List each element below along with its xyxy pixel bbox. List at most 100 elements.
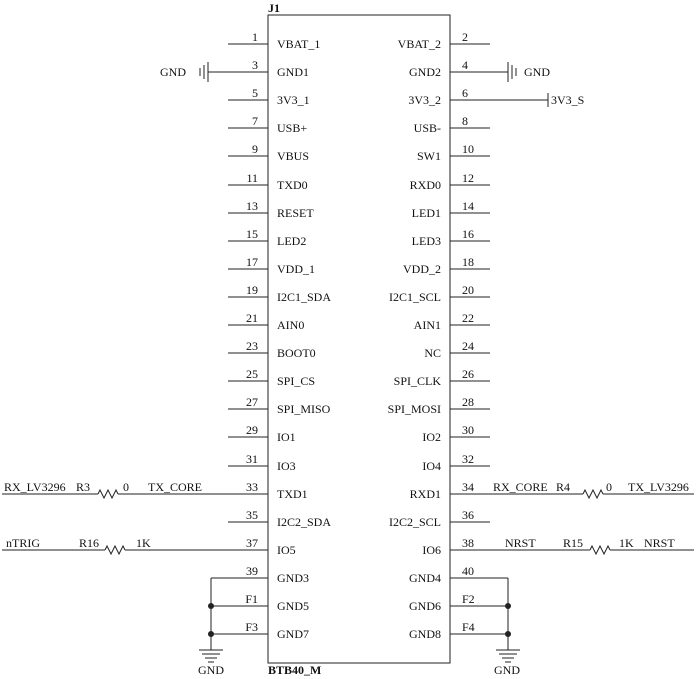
right-pins: 2VBAT_24GND263V3_28USB-10SW112RXD014LED1… <box>388 30 508 641</box>
pin-name: RXD0 <box>410 178 441 192</box>
pin-number: 11 <box>246 171 258 185</box>
pin-number: F3 <box>245 620 258 634</box>
pin-name: I2C2_SCL <box>389 515 441 529</box>
pin-name: SPI_CS <box>277 374 315 388</box>
pin-number: 23 <box>246 339 258 353</box>
net-txd1: RX_LV3296 R3 0 TX_CORE <box>2 480 228 500</box>
pin-number: 32 <box>462 452 474 466</box>
pin-name: IO3 <box>277 459 296 473</box>
pin-number: 15 <box>246 227 258 241</box>
pin-number: 4 <box>462 58 468 72</box>
pin-name: 3V3_2 <box>408 93 441 107</box>
pin-name: GND8 <box>409 627 441 641</box>
connector-body <box>267 14 451 664</box>
pin-name: VBAT_1 <box>277 37 320 51</box>
pin-name: AIN0 <box>277 318 304 332</box>
pin-number: 9 <box>252 142 258 156</box>
pin-number: 35 <box>246 508 258 522</box>
pin-name: I2C2_SDA <box>277 515 331 529</box>
pin-name: IO5 <box>277 543 296 557</box>
pin-number: F2 <box>462 592 475 606</box>
pin-name: GND2 <box>409 65 441 79</box>
pin-right-6: 6 3V3_2 <box>408 86 490 107</box>
net-rx-lv3296-label: RX_LV3296 <box>4 480 66 494</box>
pin-name: RXD1 <box>410 487 441 501</box>
net-io6: NRST R15 1K NRST <box>490 536 694 556</box>
pin-name: NC <box>424 346 441 360</box>
pin-name: AIN1 <box>414 318 441 332</box>
pin-number: 21 <box>246 311 258 325</box>
pin-number: 14 <box>462 199 474 213</box>
resistor-r16-ref: R16 <box>79 536 99 550</box>
pin-number: 24 <box>462 339 474 353</box>
pin-number: 39 <box>246 564 258 578</box>
pin-number: F4 <box>462 620 475 634</box>
net-tx-lv3296-label: TX_LV3296 <box>628 480 689 494</box>
gnd-label-bottom-right: GND <box>494 663 520 677</box>
pin-number: 27 <box>246 395 258 409</box>
pin-name: SPI_CLK <box>394 374 442 388</box>
resistor-r16-value: 1K <box>136 536 151 550</box>
resistor-r15-ref: R15 <box>563 536 583 550</box>
resistor-r15-value: 1K <box>619 536 634 550</box>
pin-number: 6 <box>462 86 468 100</box>
pin-number: 20 <box>462 283 474 297</box>
pin-number: 22 <box>462 311 474 325</box>
pin-name: IO4 <box>422 459 441 473</box>
pin-name: USB+ <box>277 121 307 135</box>
pin-name: VDD_1 <box>277 262 315 276</box>
connector-ref: J1 <box>268 1 280 15</box>
pin-name: I2C1_SDA <box>277 290 331 304</box>
pin-name: SPI_MOSI <box>388 402 441 416</box>
resistor-r4-ref: R4 <box>556 480 570 494</box>
resistor-r4-value: 0 <box>606 480 612 494</box>
gnd-label-right: GND <box>524 65 550 79</box>
net-nrst-label-left: NRST <box>505 536 536 550</box>
pin-number: 19 <box>246 283 258 297</box>
net-io5: nTRIG R16 1K <box>2 536 228 556</box>
net-3v3-s: 3V3_S <box>490 93 584 107</box>
pin-number: 8 <box>462 114 468 128</box>
pin-number: 40 <box>462 564 474 578</box>
pin-name: GND6 <box>409 599 441 613</box>
pin-name: GND4 <box>409 571 441 585</box>
net-nrst-label-right: NRST <box>644 536 675 550</box>
pin-number: 33 <box>246 480 258 494</box>
pin-name: RESET <box>277 206 314 220</box>
pin-name: 3V3_1 <box>277 93 310 107</box>
pin-name: GND3 <box>277 571 309 585</box>
net-ntrig-label: nTRIG <box>6 536 40 550</box>
pin-number: 30 <box>462 423 474 437</box>
pin-number: 12 <box>462 171 474 185</box>
pin-number: F1 <box>245 592 258 606</box>
resistor-r3-value: 0 <box>123 480 129 494</box>
pin-number: 10 <box>462 142 474 156</box>
